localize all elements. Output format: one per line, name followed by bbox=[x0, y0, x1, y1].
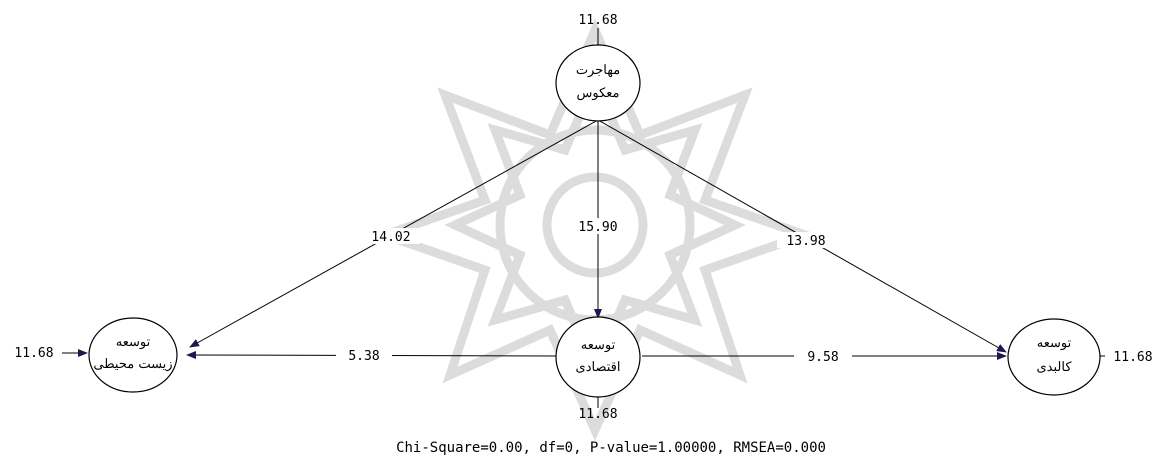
svg-text:کالبدی: کالبدی bbox=[1036, 360, 1072, 375]
error-value-physical: 11.68 bbox=[1113, 350, 1152, 365]
node-reverse-migration: مهاجرت معکوس bbox=[555, 44, 641, 122]
coef-migration-to-physical: 13.98 bbox=[786, 234, 825, 249]
coef-economic-to-physical: 9.58 bbox=[807, 350, 838, 365]
coef-migration-to-economic: 15.90 bbox=[578, 220, 617, 235]
node-environmental-development: توسعه زیست محیطی bbox=[88, 317, 178, 393]
svg-text:توسعه: توسعه bbox=[1037, 336, 1072, 351]
svg-text:زیست محیطی: زیست محیطی bbox=[93, 357, 172, 372]
node-physical-development: توسعه کالبدی bbox=[1007, 318, 1101, 396]
svg-text:اقتصادی: اقتصادی bbox=[576, 360, 621, 375]
error-value-migration: 11.68 bbox=[578, 13, 617, 28]
fit-statistics: Chi-Square=0.00, df=0, P-value=1.00000, … bbox=[396, 440, 826, 456]
error-value-environmental: 11.68 bbox=[14, 346, 53, 361]
error-value-economic: 11.68 bbox=[578, 407, 617, 422]
svg-text:معکوس: معکوس bbox=[577, 86, 620, 101]
coef-migration-to-environmental: 14.02 bbox=[371, 230, 410, 245]
coef-economic-to-environmental: 5.38 bbox=[348, 349, 379, 364]
svg-text:توسعه: توسعه bbox=[581, 338, 616, 353]
svg-text:توسعه: توسعه bbox=[116, 335, 151, 350]
svg-text:مهاجرت: مهاجرت bbox=[576, 63, 620, 78]
node-economic-development: توسعه اقتصادی bbox=[555, 316, 641, 398]
